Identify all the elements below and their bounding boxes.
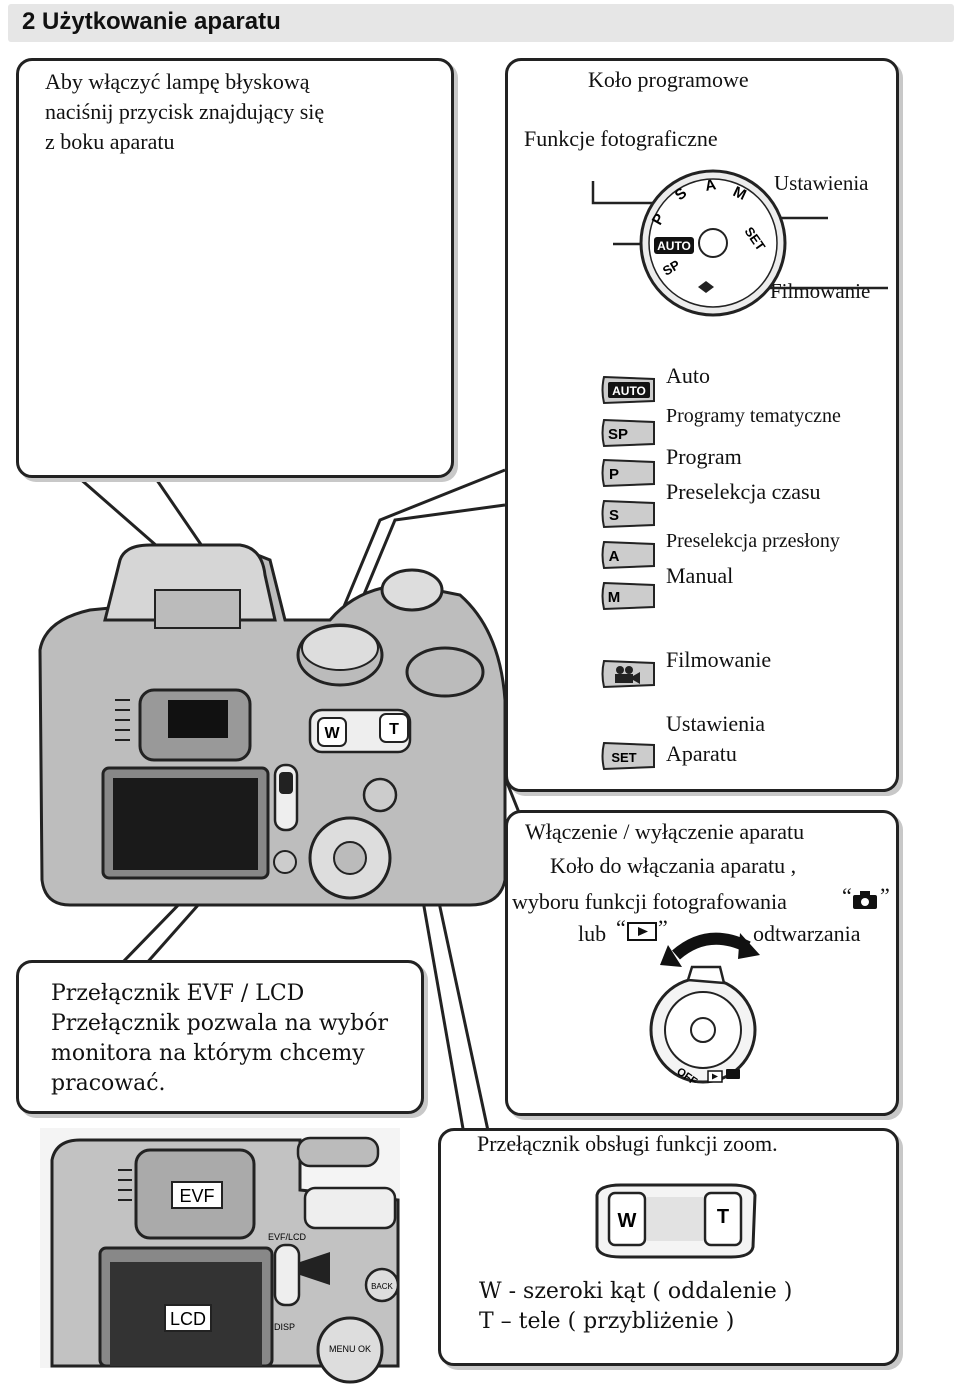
mode-label-auto: Auto bbox=[666, 363, 710, 388]
evf-text-line-2: Przełącznik pozwala na wybór bbox=[51, 1011, 389, 1036]
setup-mode-label-2: Aparatu bbox=[666, 741, 737, 766]
section-header: 2 Użytkowanie aparatu bbox=[8, 4, 954, 42]
mode-dial-title: Koło programowe bbox=[588, 67, 749, 92]
mode-icon-label: A bbox=[609, 548, 620, 565]
dial-mark-a: A bbox=[704, 176, 718, 195]
zoom-w-key: W bbox=[618, 1210, 637, 1232]
camera-t-key-label: T bbox=[389, 721, 399, 738]
evf-text-line-4: pracować. bbox=[51, 1071, 166, 1096]
mode-label-m: Manual bbox=[666, 563, 734, 588]
mode-s-icon: S bbox=[601, 499, 655, 529]
mode-icon-label: SP bbox=[608, 426, 628, 443]
settings-label: Ustawienia bbox=[774, 171, 869, 195]
menu-mark: MENU OK bbox=[329, 1344, 371, 1354]
evf-lcd-box: Przełącznik EVF / LCD Przełącznik pozwal… bbox=[16, 960, 424, 1114]
power-line-4-odtwarzania: odtwarzania bbox=[753, 921, 861, 946]
mode-sp-icon: SP bbox=[601, 418, 655, 448]
flash-text-line-2: naciśnij przycisk znajdujący się bbox=[45, 99, 325, 124]
mode-icon-label: P bbox=[609, 466, 619, 483]
mode-dial-graphic: AUTO SP P S A M SET bbox=[591, 169, 888, 317]
movie-camera-icon bbox=[601, 659, 655, 689]
mode-m-icon: M bbox=[601, 581, 655, 611]
mode-p-icon: P bbox=[601, 458, 655, 488]
power-line-1: Włączenie / wyłączenie aparatu bbox=[525, 819, 805, 844]
mode-label-p: Program bbox=[666, 444, 742, 469]
movie-label: Filmowanie bbox=[770, 279, 871, 303]
power-line-3: wyboru funkcji fotografowania bbox=[512, 889, 787, 914]
evf-text-line-3: monitora na którym chcemy bbox=[51, 1041, 365, 1066]
mode-label-sp: Programy tematyczne bbox=[666, 405, 841, 427]
mode-label-s: Preselekcja czasu bbox=[666, 479, 821, 504]
camera-icon bbox=[853, 891, 877, 909]
evf-lcd-mark: EVF/LCD bbox=[268, 1232, 307, 1242]
playback-icon bbox=[627, 922, 657, 941]
setup-mode-label-1: Ustawienia bbox=[666, 711, 765, 736]
mode-icon-label: AUTO bbox=[612, 384, 646, 398]
zoom-line-1: W - szeroki kąt ( oddalenie ) bbox=[479, 1279, 793, 1304]
camera-w-key-label: W bbox=[324, 725, 340, 742]
mode-icon-label: S bbox=[609, 507, 619, 524]
power-line-2: Koło do włączania aparatu , bbox=[550, 853, 797, 878]
mode-dial-box: Koło programowe Funkcje fotograficzne Us… bbox=[505, 58, 899, 792]
flash-text-line-3: z boku aparatu bbox=[45, 129, 175, 154]
dial-mark-auto: AUTO bbox=[657, 239, 691, 253]
setup-mode-icon: SET bbox=[601, 741, 655, 771]
zoom-switch-graphic: W T bbox=[595, 1183, 757, 1259]
power-switch-graphic: OFF bbox=[649, 932, 760, 1088]
zoom-switch-box: Przełącznik obsługi funkcji zoom. W T W … bbox=[438, 1128, 899, 1366]
mode-a-icon: A bbox=[601, 540, 655, 570]
section-title: 2 Użytkowanie aparatu bbox=[22, 8, 281, 35]
lcd-label: LCD bbox=[170, 1309, 206, 1329]
mode-label-a: Preselekcja przesłony bbox=[666, 530, 840, 552]
power-line-4-lub: lub bbox=[578, 921, 607, 946]
evf-label: EVF bbox=[179, 1186, 214, 1206]
flash-info-box: Aby włączyć lampę błyskową naciśnij przy… bbox=[16, 58, 454, 478]
evf-text-line-1: Przełącznik EVF / LCD bbox=[51, 981, 305, 1006]
flash-text-line-1: Aby włączyć lampę błyskową bbox=[45, 69, 310, 94]
mode-icon-label: M bbox=[608, 589, 621, 606]
back-mark: BACK bbox=[371, 1282, 393, 1291]
disp-mark: DISP bbox=[274, 1322, 295, 1332]
mode-auto-icon: AUTO bbox=[601, 375, 655, 405]
movie-mode-label: Filmowanie bbox=[666, 647, 772, 672]
power-switch-box: Włączenie / wyłączenie aparatu Koło do w… bbox=[505, 810, 899, 1116]
zoom-t-key: T bbox=[717, 1206, 729, 1228]
photo-functions-label: Funkcje fotograficzne bbox=[524, 126, 718, 151]
zoom-line-2: T – tele ( przybliżenie ) bbox=[479, 1309, 735, 1334]
setup-icon-label: SET bbox=[611, 750, 636, 765]
zoom-title: Przełącznik obsługi funkcji zoom. bbox=[477, 1131, 778, 1156]
